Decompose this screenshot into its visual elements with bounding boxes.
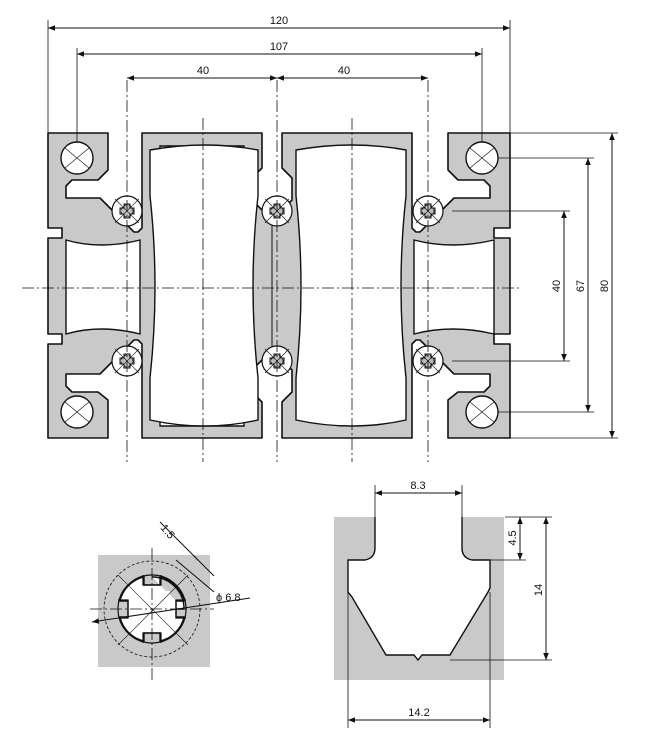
dim-lip-thickness: 4.5 <box>507 530 519 545</box>
profile-main-view: 120 107 40 40 40 67 80 <box>22 15 618 462</box>
dim-pitch-left: 40 <box>197 65 209 77</box>
dim-height-slots: 67 <box>575 280 587 292</box>
core-hole-detail-view: 1.5 ϕ 6.8 <box>90 521 251 680</box>
slot-detail-cavity <box>347 517 491 662</box>
corner-hole-bottom-right <box>465 395 499 429</box>
dim-slot-opening: 8.3 <box>410 480 425 492</box>
side-recess-left <box>65 239 141 335</box>
corner-hole-top-left <box>60 141 94 175</box>
slot-detail-view: 8.3 4.5 14 14.2 <box>332 480 552 728</box>
dim-slot-inner-width: 14.2 <box>408 707 429 719</box>
corner-hole-bottom-left <box>60 395 94 429</box>
dim-wall: 1.5 <box>158 522 177 541</box>
dim-height-overall: 80 <box>599 280 611 292</box>
dim-slot-span: 107 <box>270 41 288 53</box>
dim-hole-diameter: ϕ 6.8 <box>216 592 241 604</box>
corner-hole-top-right <box>465 141 499 175</box>
chamber-right <box>295 144 407 427</box>
side-recess-right <box>413 239 495 335</box>
dim-height-inner: 40 <box>551 280 563 292</box>
dim-slot-depth: 14 <box>533 584 545 596</box>
dim-overall-width: 120 <box>270 15 288 27</box>
dim-pitch-right: 40 <box>338 65 350 77</box>
